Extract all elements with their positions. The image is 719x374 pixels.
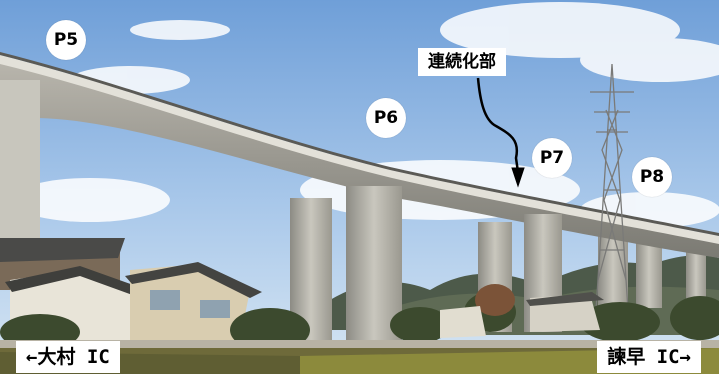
pier-label-p6-text: P6 (373, 108, 399, 128)
pier-label-p5: P5 (46, 20, 86, 60)
pier-label-p7: P7 (532, 138, 572, 178)
pier-label-p5-text: P5 (53, 30, 79, 50)
connection-label: 連続化部 (418, 48, 506, 76)
pier-label-p8: P8 (632, 157, 672, 197)
pier-label-p7-text: P7 (539, 148, 565, 168)
pier-label-p8-text: P8 (639, 167, 665, 187)
pier-label-p6: P6 (366, 98, 406, 138)
interchange-right-label: 諫早 IC→ (597, 341, 701, 373)
interchange-left-label: ←大村 IC (16, 341, 120, 373)
